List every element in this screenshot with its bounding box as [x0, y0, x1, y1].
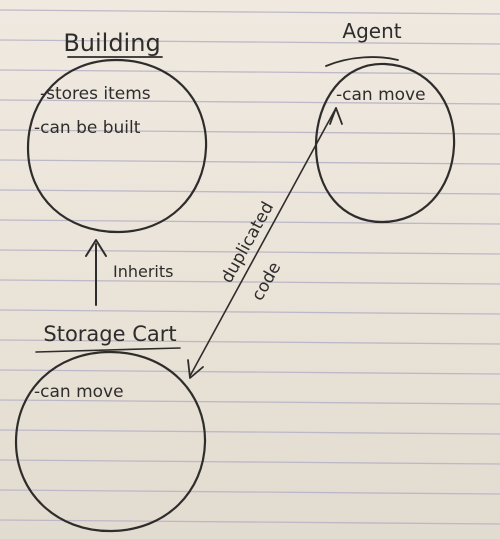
ruled-lines — [0, 9, 500, 525]
duplicated-arrowhead-bottom — [187, 359, 204, 379]
building-item-stores: -stores items — [40, 84, 151, 104]
duplicated-code-edge: duplicated code — [187, 107, 343, 379]
building-item-built: -can be built — [34, 118, 141, 138]
building-node: Building -stores items -can be built — [26, 29, 208, 234]
inherits-label: Inherits — [113, 262, 173, 281]
duplicated-arrow-shaft — [189, 107, 337, 377]
storage-cart-item-move: -can move — [34, 382, 124, 402]
storage-cart-node: Storage Cart -can move — [14, 322, 207, 533]
building-circle — [26, 58, 208, 234]
storage-cart-title-underline — [35, 347, 181, 353]
inherits-edge: Inherits — [85, 239, 173, 306]
inherits-arrowhead — [85, 239, 107, 257]
agent-title: Agent — [342, 19, 401, 43]
storage-cart-title: Storage Cart — [43, 322, 176, 346]
agent-item-move: -can move — [336, 85, 426, 105]
storage-cart-circle — [14, 350, 207, 533]
building-title: Building — [63, 29, 160, 57]
agent-node: Agent -can move — [314, 19, 456, 224]
agent-circle — [314, 62, 456, 224]
duplicated-arrowhead-top — [329, 107, 343, 125]
agent-title-underline — [325, 56, 399, 67]
